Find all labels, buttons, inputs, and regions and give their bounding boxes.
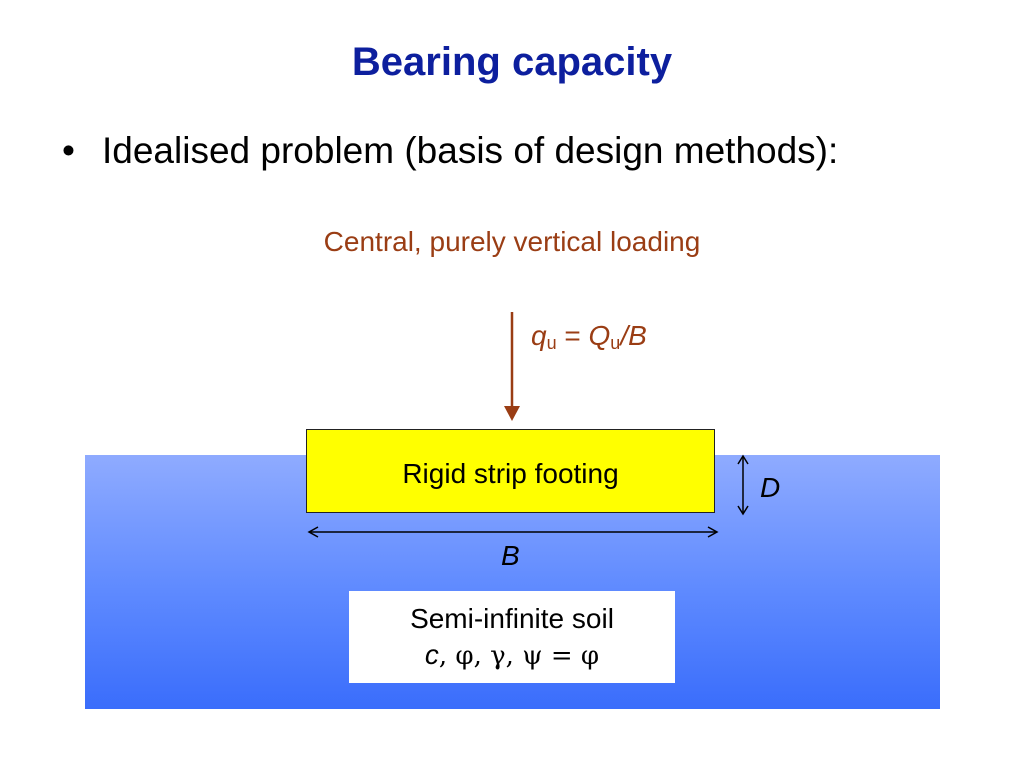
eq-equals: = [556, 320, 589, 351]
depth-label: D [760, 472, 781, 503]
bullet-item: • Idealised problem (basis of design meth… [62, 130, 838, 172]
soil-cohesion-symbol: c [424, 639, 439, 670]
eq-q-subscript: u [546, 333, 557, 353]
soil-label: Semi-infinite soil [410, 603, 614, 634]
bullet-dot: • [62, 130, 75, 171]
width-label: B [501, 540, 520, 571]
eq-slash-B: /B [620, 320, 647, 351]
footing-label: Rigid strip footing [402, 458, 619, 489]
eq-Q-subscript: u [610, 333, 621, 353]
width-dimension-arrow [307, 526, 719, 538]
depth-dimension-arrow [737, 454, 749, 516]
soil-parameters: c, φ, γ, ψ = φ [349, 637, 675, 674]
eq-q: q [531, 320, 547, 351]
soil-parameter-list: , φ, γ, ψ = φ [438, 641, 600, 671]
strip-footing: Rigid strip footing [306, 429, 715, 513]
load-arrow [504, 312, 520, 421]
soil-properties-box: Semi-infinite soil c, φ, γ, ψ = φ [349, 591, 675, 683]
load-equation: qu = Qu/B [531, 320, 647, 354]
eq-Q: Q [588, 320, 611, 351]
slide-title: Bearing capacity [351, 40, 673, 84]
bullet-text: Idealised problem (basis of design metho… [102, 130, 839, 171]
loading-caption: Central, purely vertical loading [323, 226, 701, 257]
